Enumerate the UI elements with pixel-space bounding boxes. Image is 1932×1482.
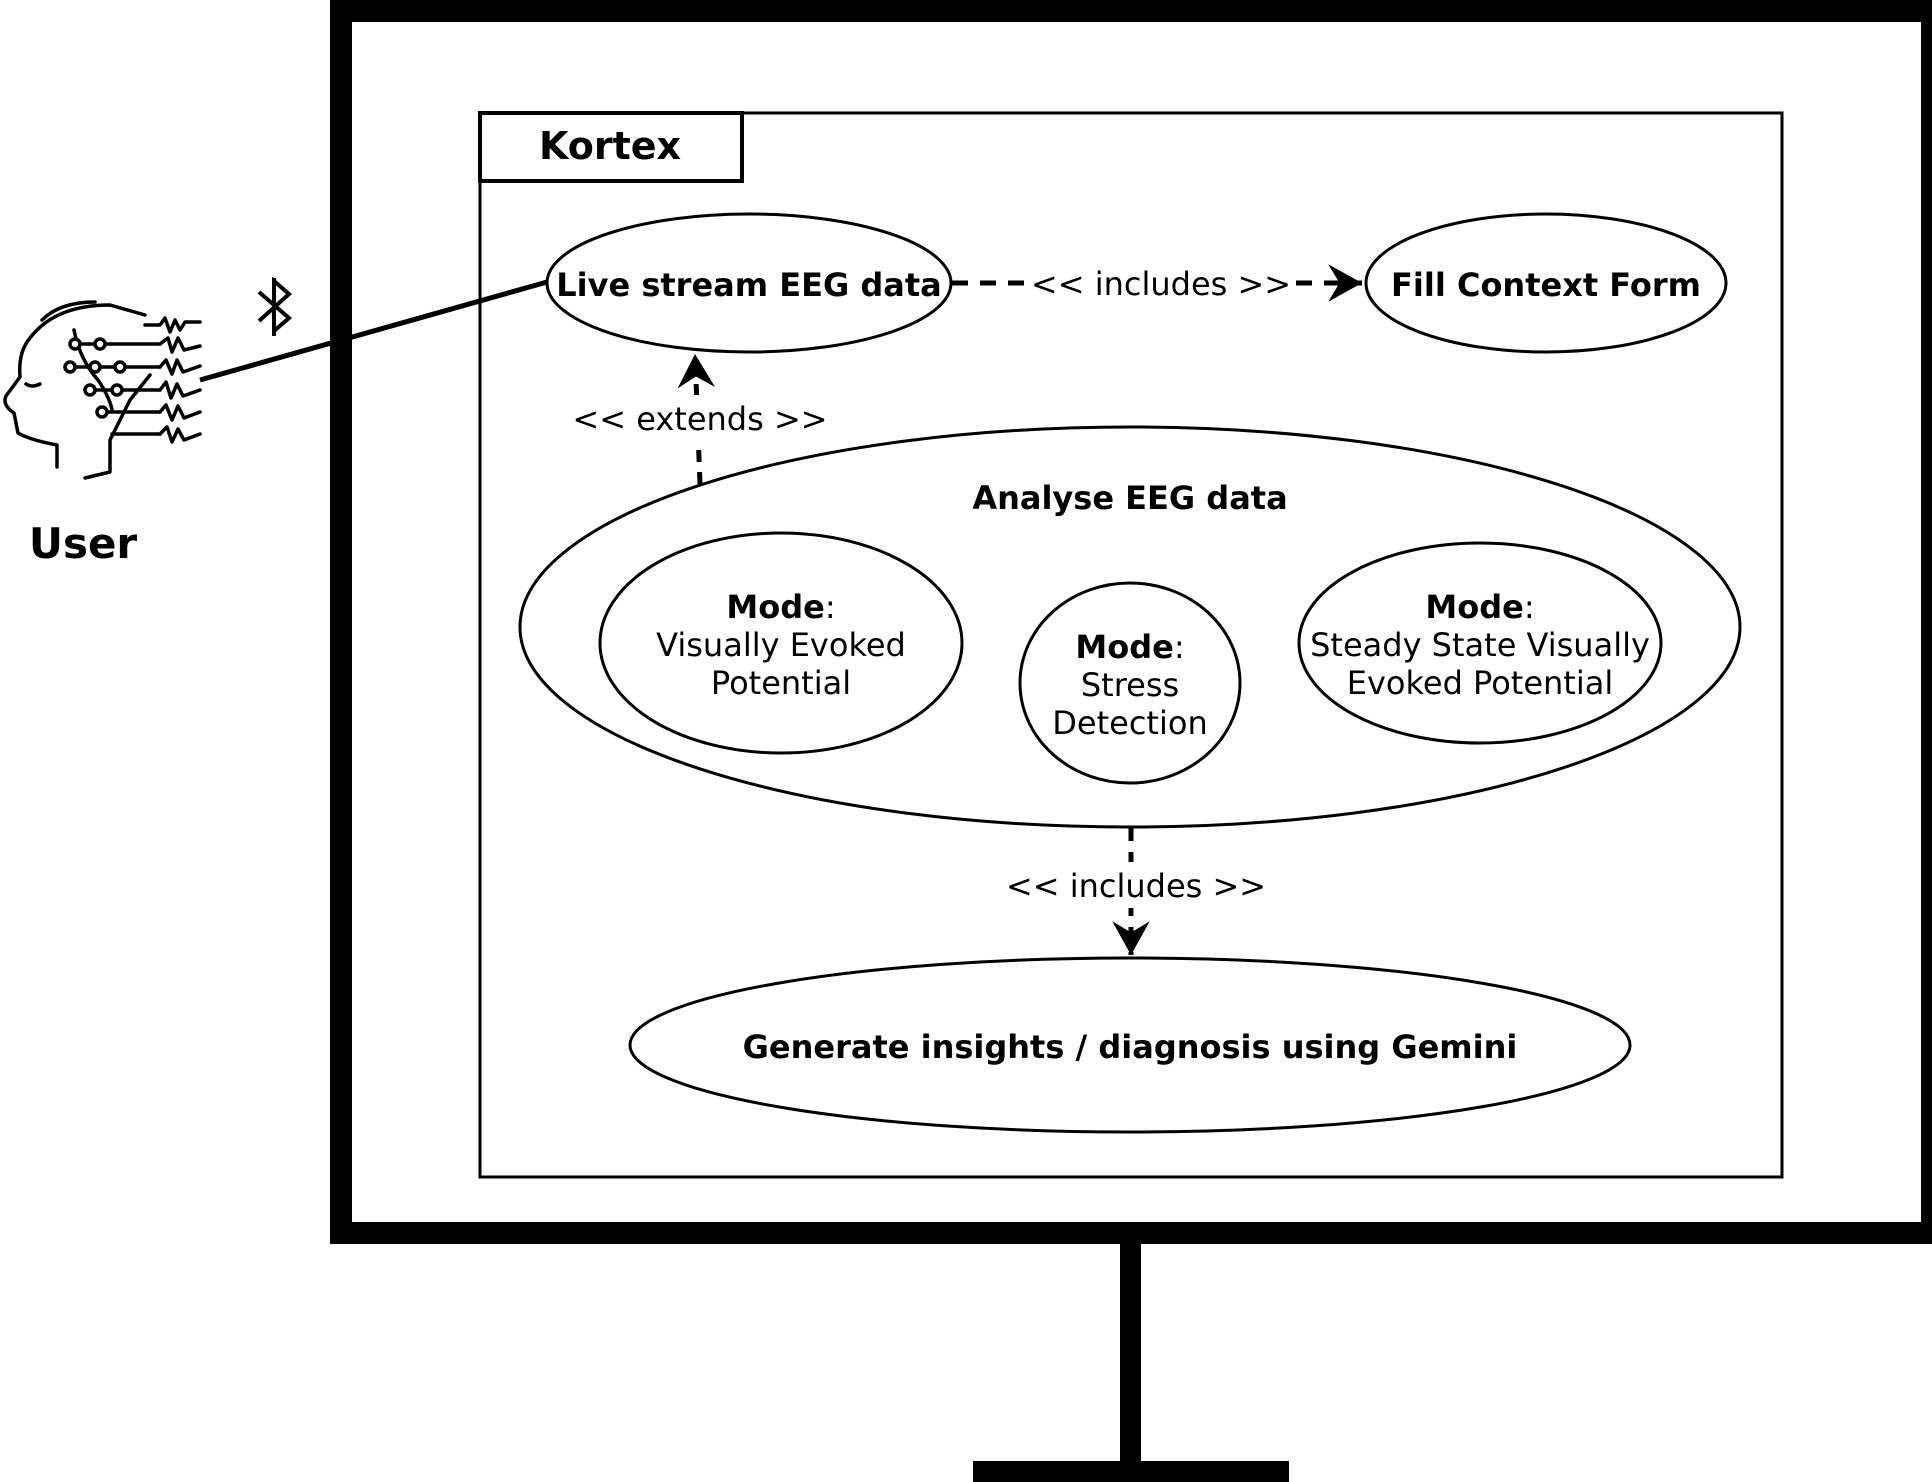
includes-bottom-label: << includes >> [1006,867,1266,905]
actor-label: User [29,519,138,568]
use-case-fill-context [1364,212,1728,354]
system-title: Kortex [539,124,681,168]
mode-ssvep [1297,541,1663,745]
mode-stress [1018,581,1242,785]
mode-stress-line2: Detection [1052,704,1207,742]
use-case-live-stream [545,212,953,354]
system-boundary [478,111,1784,1179]
actor-association-line [199,279,548,383]
use-case-analyse-label: Analyse EEG data [972,479,1287,517]
includes-bottom-label-bg [990,862,1272,908]
mode-ssvep-line2: Evoked Potential [1347,664,1613,702]
mode-stress-heading: Mode: [1075,628,1184,666]
brain-circuit-head-icon [3,300,202,480]
extends-label-bg [560,395,830,441]
includes-top-label: << includes >> [1031,265,1291,303]
mode-stress-line1: Stress [1081,666,1179,704]
monitor-stand-base [973,1461,1289,1482]
mode-vep-line2: Potential [711,664,851,702]
use-case-fill-context-label: Fill Context Form [1391,266,1701,304]
use-case-generate-label: Generate insights / diagnosis using Gemi… [743,1028,1518,1066]
mode-ssvep-line1: Steady State Visually [1310,626,1650,664]
extends-label: << extends >> [572,400,827,438]
use-case-live-stream-label: Live stream EEG data [556,266,941,304]
system-title-box [478,111,744,183]
use-case-generate [628,956,1632,1134]
monitor-stand-neck [1120,1244,1141,1464]
mode-ssvep-heading: Mode: [1425,588,1534,626]
mode-vep-line1: Visually Evoked [656,626,906,664]
mode-vep [598,531,964,755]
monitor-frame [330,0,1932,1244]
mode-vep-heading: Mode: [726,588,835,626]
